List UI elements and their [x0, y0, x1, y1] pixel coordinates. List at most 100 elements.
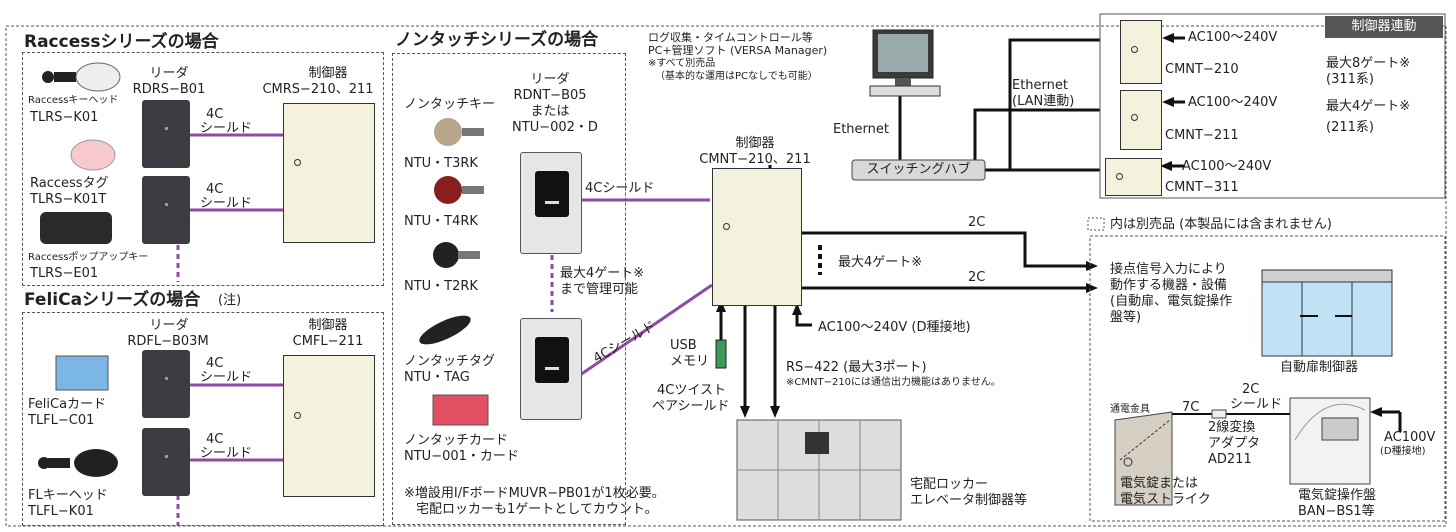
felica-box	[22, 312, 384, 526]
felica-cable1-a: 4C	[206, 356, 224, 371]
adapter-3: AD211	[1208, 452, 1252, 467]
ac100-2: (D種接地)	[1380, 446, 1426, 457]
raccess-item2-name: Raccessタグ	[30, 176, 109, 191]
nontouch-item4-name: ノンタッチタグ	[404, 354, 496, 369]
adapter-icon	[1211, 409, 1227, 419]
adapter-1: 2線変換	[1208, 420, 1256, 435]
nontouch-max-gate-1: 最大4ゲート※	[560, 266, 645, 281]
nt-card-icon	[432, 394, 489, 426]
nt-key-t4rk	[434, 176, 484, 204]
nt-key-t3rk	[434, 118, 484, 146]
raccess-cable1-b: シールド	[200, 121, 253, 136]
nontouch-box	[392, 53, 626, 525]
nontouch-title: ノンタッチシリーズの場合	[395, 30, 599, 50]
nontouch-item4-model: NTU・TAG	[404, 370, 470, 385]
raccess-box	[22, 52, 384, 286]
pc-icon	[869, 29, 941, 97]
linkage-model-3: CMNT−311	[1165, 180, 1239, 195]
nontouch-item5-name: ノンタッチカード	[404, 433, 509, 448]
raccess-key-icon	[42, 62, 121, 92]
nontouch-reader-label-1: リーダ	[530, 72, 570, 87]
linkage-model-1: CMNT−210	[1165, 62, 1239, 77]
ethernet-label: Ethernet	[833, 122, 889, 137]
switch-hub	[851, 159, 986, 181]
linkage-ethernet-2: (LAN連動)	[1012, 94, 1075, 109]
pc-label-4: （基本的な運用はPCなしでも可能）	[655, 71, 818, 82]
door-ctrl-label: 自動扉制御器	[1280, 360, 1359, 375]
wire-2c-b: 2C	[968, 270, 986, 285]
wire-2c-a: 2C	[968, 215, 986, 230]
outer-frame	[5, 25, 1447, 527]
raccess-popup-icon	[40, 212, 112, 244]
raccess-item2-model: TLRS−K01T	[30, 192, 107, 207]
switch-label: スイッチングハブ	[866, 162, 971, 177]
nontouch-item2-model: NTU・T4RK	[404, 214, 478, 229]
linkage-cmnt211	[1120, 90, 1162, 150]
raccess-ctrl-label-1: 制御器	[308, 66, 348, 81]
nontouch-max-gate-2: まで管理可能	[560, 282, 639, 297]
lock-label-1: 電気錠または	[1120, 476, 1199, 491]
locker-label-2: エレベータ制御器等	[910, 493, 1028, 508]
raccess-reader-label-2: RDRS−B01	[132, 82, 206, 97]
legend-box	[1087, 217, 1105, 231]
auto-door-icon	[1261, 269, 1393, 357]
ac-lines	[1170, 36, 1402, 432]
nontouch-reader-label-4: NTU−002・D	[512, 120, 598, 135]
felica-cable2-b: シールド	[200, 446, 253, 461]
nontouch-item1-model: NTU・T3RK	[404, 156, 478, 171]
external-frame	[1089, 235, 1446, 522]
felica-note: (注)	[218, 293, 242, 308]
locker-icon	[736, 419, 902, 521]
felica-cables	[176, 383, 283, 525]
felica-cable1-b: シールド	[200, 370, 253, 385]
raccess-item3-name: Raccessポップアップキー	[28, 252, 149, 263]
linkage-frame	[1099, 13, 1446, 199]
lock-label-2: 電気ストライク	[1120, 492, 1211, 507]
felica-ctrl-label-2: CMFL−211	[292, 334, 364, 349]
raccess-tag-icon	[70, 139, 116, 171]
nontouch-reader-2	[520, 318, 582, 420]
linkage-cmnt210	[1120, 20, 1162, 84]
raccess-reader-2	[142, 176, 190, 244]
adapter-2: アダプタ	[1208, 436, 1261, 451]
raccess-item3-model: TLRS−E01	[30, 266, 99, 281]
main-controller	[712, 168, 802, 306]
nontouch-reader-1	[520, 152, 582, 254]
linkage-title-bg	[1325, 16, 1443, 38]
nontouch-footnote-1: ※増設用I/FボードMUVR−PB01が1枚必要。	[404, 486, 665, 501]
device-text-3: (自動扉、電気錠操作	[1110, 294, 1233, 309]
device-text-4: 盤等)	[1110, 310, 1142, 325]
usb-label-2: メモリ	[670, 354, 710, 369]
nontouch-cables	[550, 198, 713, 377]
wire-2c-shield-2: シールド	[1230, 397, 1283, 412]
wire-2c-shield-1: 2C	[1242, 382, 1260, 397]
external-legend: 内は別売品 (本製品には含まれません)	[1110, 217, 1332, 232]
raccess-reader-1	[142, 100, 190, 168]
wire-7c: 7C	[1182, 400, 1200, 415]
usb-label-1: USB	[670, 338, 697, 353]
rs422-label: RS−422 (最大3ポート)	[786, 360, 927, 375]
linkage-ac-3: AC100〜240V	[1182, 159, 1272, 174]
linkage-ac-2: AC100〜240V	[1188, 95, 1278, 110]
felica-ctrl-label-1: 制御器	[308, 318, 348, 333]
felica-reader-label-1: リーダ	[149, 318, 189, 333]
nt-key-t2rk	[433, 242, 480, 268]
raccess-item1-model: TLRS−K01	[30, 110, 99, 125]
nontouch-item5-model: NTU−001・カード	[404, 449, 519, 464]
pc-label-3: ※すべて別売品	[648, 58, 716, 69]
main-max-gate: 最大4ゲート※	[838, 255, 923, 270]
felica-item1-name: FeliCaカード	[28, 397, 107, 412]
raccess-ctrl-label-2: CMRS−210、211	[262, 82, 374, 97]
linkage-ac-1: AC100〜240V	[1188, 30, 1278, 45]
main-ctrl-label-2: CMNT−210、211	[699, 152, 811, 167]
raccess-controller	[283, 103, 375, 243]
linkage-model-2: CMNT−211	[1165, 128, 1239, 143]
arrowheads	[716, 33, 1382, 418]
ac100-1: AC100V	[1384, 430, 1436, 445]
linkage-note1-2: (311系)	[1326, 72, 1374, 87]
lock-panel-icon	[1289, 397, 1371, 485]
raccess-cable1-a: 4C	[206, 107, 224, 122]
felica-reader-1	[142, 350, 190, 418]
pc-label-1: ログ収集・タイムコントロール等	[648, 31, 813, 44]
